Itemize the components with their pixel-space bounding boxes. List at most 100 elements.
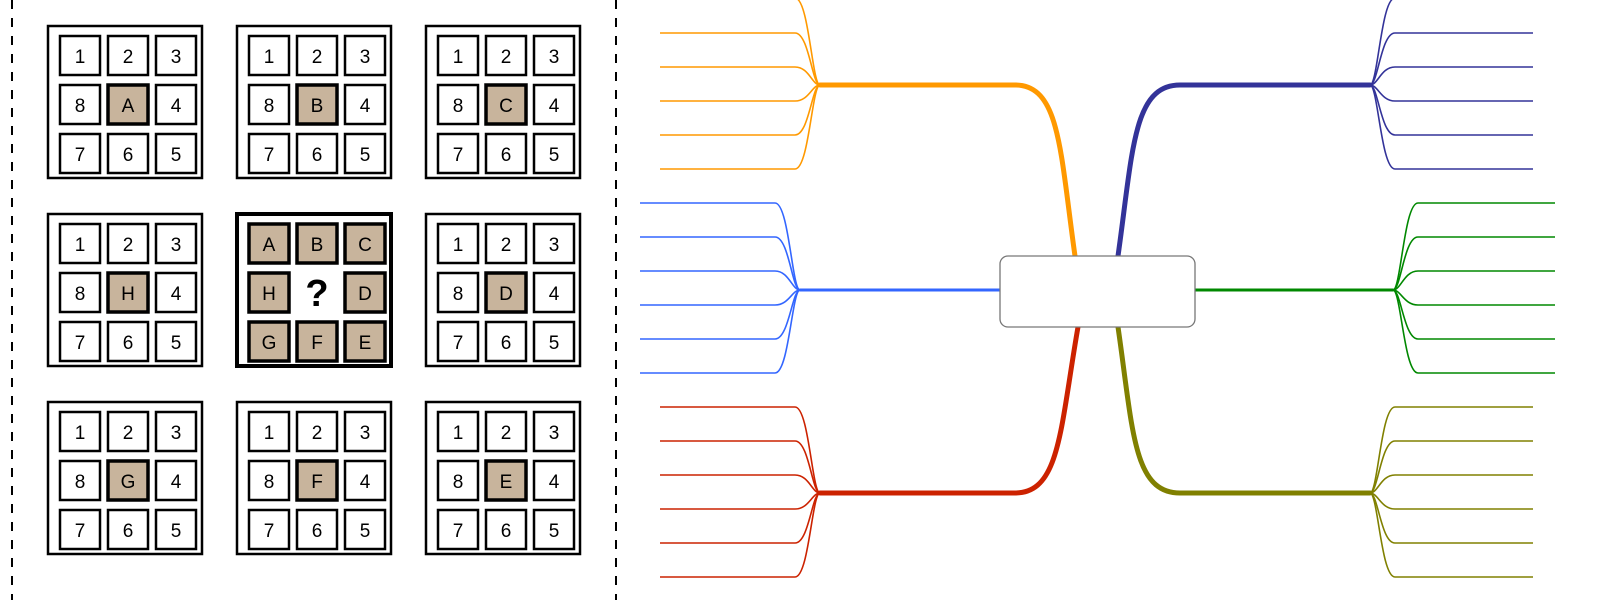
grid-cell: [247, 132, 291, 175]
cell-label: 7: [75, 521, 86, 542]
cell-label: A: [122, 96, 135, 117]
grid-cell: [484, 83, 528, 126]
leaf-branch[interactable]: [1369, 406, 1533, 494]
cell-label: B: [311, 96, 324, 117]
grid-cell: [436, 222, 480, 265]
leaf-branch[interactable]: [1369, 492, 1533, 510]
leaf-branch[interactable]: [640, 202, 801, 291]
cell-label: 6: [123, 145, 134, 166]
leaf-branch[interactable]: [660, 0, 821, 86]
grid-cell: [484, 320, 528, 363]
cell-label: 8: [453, 96, 464, 117]
leaf-branch[interactable]: [640, 289, 801, 340]
cell-label: 1: [264, 423, 275, 444]
leaf-branch[interactable]: [660, 492, 821, 578]
grid-cell: [532, 222, 576, 265]
grid-cell: [436, 34, 480, 77]
cell-label: 4: [171, 96, 182, 117]
cell-label: 2: [123, 423, 134, 444]
cell-label: 2: [123, 235, 134, 256]
branch-trunk[interactable]: [817, 82, 1078, 259]
leaf-branch[interactable]: [660, 84, 821, 136]
leaf-branch[interactable]: [1369, 32, 1533, 86]
leaf-branch[interactable]: [1392, 236, 1555, 291]
grid-cell: [343, 459, 387, 502]
leaf-branch[interactable]: [660, 492, 821, 544]
grid-cell: [154, 132, 198, 175]
grid-cell: [484, 222, 528, 265]
leaf-branch[interactable]: [660, 84, 821, 102]
leaf-branch[interactable]: [1369, 440, 1533, 494]
cell-label: 8: [264, 96, 275, 117]
cell-label: 1: [75, 47, 86, 68]
cell-label: 6: [312, 145, 323, 166]
branch-trunk[interactable]: [817, 324, 1081, 496]
cell-label: 4: [171, 472, 182, 493]
grid-cell: [532, 271, 576, 314]
leaf-branch[interactable]: [1392, 270, 1555, 291]
leaf-branch[interactable]: [1392, 289, 1555, 306]
cell-label: 1: [75, 423, 86, 444]
grid-cell: [154, 410, 198, 453]
leaf-branch[interactable]: [1369, 0, 1533, 86]
cell-label: 7: [453, 333, 464, 354]
branch-bottom-right: [1115, 324, 1533, 578]
cell-label: 5: [549, 521, 560, 542]
grid-cell: [532, 410, 576, 453]
cell-label: 5: [171, 521, 182, 542]
leaf-branch[interactable]: [1369, 474, 1533, 494]
branch-trunk[interactable]: [1115, 82, 1373, 259]
leaf-branch[interactable]: [660, 406, 821, 494]
leaf-branch[interactable]: [660, 32, 821, 86]
cell-label: 6: [501, 145, 512, 166]
grid-cell: [343, 222, 387, 265]
cell-label: 3: [549, 423, 560, 444]
leaf-branch[interactable]: [1369, 66, 1533, 86]
leaf-branch[interactable]: [660, 440, 821, 494]
leaf-branch[interactable]: [660, 84, 821, 170]
cell-label: 7: [453, 145, 464, 166]
grid-cell: [484, 410, 528, 453]
leaf-branch[interactable]: [640, 270, 801, 291]
branch-trunk[interactable]: [1115, 324, 1373, 496]
leaf-branch[interactable]: [1369, 492, 1533, 578]
grid-cell: [532, 83, 576, 126]
grid-cell: [484, 34, 528, 77]
branch-top-left: [660, 0, 1078, 259]
cell-label: 4: [360, 96, 371, 117]
mind-map-central-node[interactable]: [999, 255, 1196, 328]
leaf-branch[interactable]: [1392, 202, 1555, 291]
cell-label: 7: [453, 521, 464, 542]
cell-label: 4: [171, 284, 182, 305]
leaf-branch[interactable]: [640, 289, 801, 374]
leaf-branch[interactable]: [640, 236, 801, 291]
leaf-branch[interactable]: [1392, 289, 1555, 374]
cell-label: 2: [501, 423, 512, 444]
grid-cell: [58, 508, 102, 551]
leaf-branch[interactable]: [1369, 84, 1533, 170]
leaf-branch[interactable]: [1369, 492, 1533, 544]
cell-label: B: [311, 235, 324, 256]
cell-label: H: [121, 284, 135, 305]
cell-label: 8: [75, 96, 86, 117]
cell-label: 3: [171, 423, 182, 444]
leaf-branch[interactable]: [660, 474, 821, 494]
leaf-branch[interactable]: [1369, 84, 1533, 102]
leaf-branch[interactable]: [660, 66, 821, 86]
grid-cell: [484, 271, 528, 314]
leaf-branch[interactable]: [1369, 84, 1533, 136]
grid-cell: [247, 459, 291, 502]
cell-label: G: [121, 472, 136, 493]
grid-cell: [484, 459, 528, 502]
grid-cell: [247, 508, 291, 551]
grid-cell: [154, 459, 198, 502]
leaf-branch[interactable]: [640, 289, 801, 306]
leaf-branch[interactable]: [660, 492, 821, 510]
cell-label: 5: [171, 333, 182, 354]
grid-cell: [58, 132, 102, 175]
leaf-branch[interactable]: [1392, 289, 1555, 340]
branch-middle-right: [1193, 202, 1555, 374]
cell-label: 2: [501, 47, 512, 68]
